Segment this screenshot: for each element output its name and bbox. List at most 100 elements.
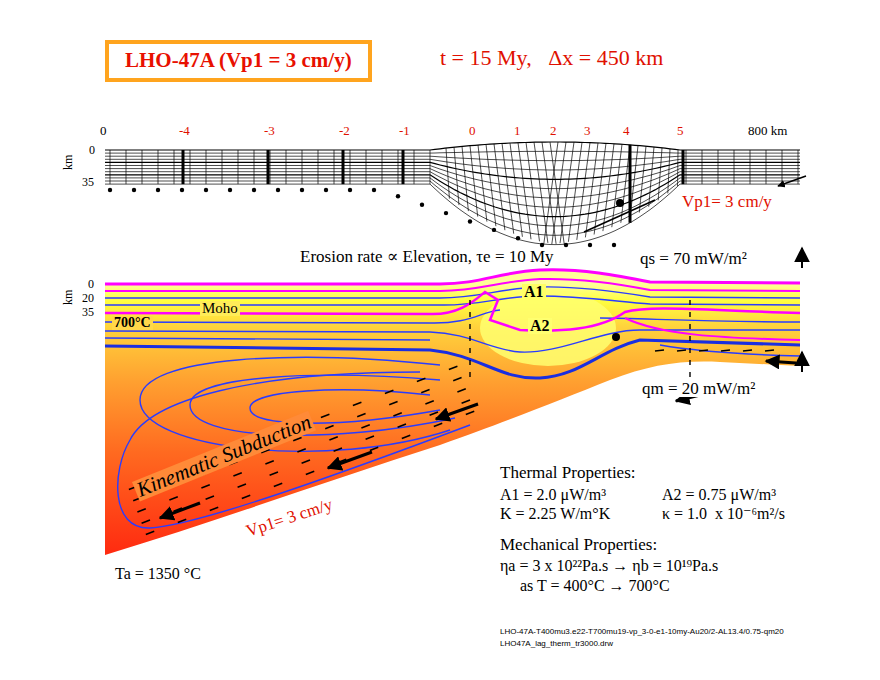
velocity-dash xyxy=(265,461,273,464)
marker-line xyxy=(629,145,632,223)
section-heading: Mechanical Properties: xyxy=(500,536,657,553)
velocity-dash xyxy=(469,300,470,305)
mesh-line xyxy=(286,150,287,184)
velocity-label: Vp1= 3 cm/y xyxy=(682,193,772,210)
mesh-line xyxy=(612,144,622,227)
depth-number: 35 xyxy=(82,306,94,318)
property-value: K = 2.25 W/m°K xyxy=(500,506,610,522)
marker-line xyxy=(682,150,685,184)
isotherm xyxy=(105,287,800,298)
velocity-dash xyxy=(453,378,461,381)
depth-number: 0 xyxy=(88,278,94,290)
velocity-dash xyxy=(469,372,470,377)
mesh-line xyxy=(544,142,558,245)
moho-line xyxy=(105,292,800,331)
mesh-line xyxy=(142,150,143,184)
file-note: LHO47A_lag_therm_tr3000.drw xyxy=(500,640,613,648)
velocity-dash xyxy=(430,412,438,415)
axis-number: 2 xyxy=(550,124,557,137)
marker-line xyxy=(182,150,185,184)
velocity-dash xyxy=(689,336,690,341)
velocity-dash xyxy=(142,520,150,523)
velocity-arrow xyxy=(328,452,372,468)
title-text: LHO-47A (Vp1 = 3 cm/y) xyxy=(125,49,352,72)
velocity-dash xyxy=(361,425,369,428)
isotherm xyxy=(105,338,430,340)
mesh-line xyxy=(462,146,468,211)
mesh-line xyxy=(254,150,255,184)
moho-label: Moho xyxy=(200,301,240,316)
velocity-dash xyxy=(325,426,333,429)
marker-dot xyxy=(156,188,160,192)
deformation-mesh xyxy=(105,142,800,247)
marker-dot xyxy=(468,219,472,223)
title-box: LHO-47A (Vp1 = 3 cm/y) xyxy=(105,40,372,82)
mesh-line xyxy=(649,147,654,207)
velocity-dash xyxy=(469,312,470,317)
velocity-dash xyxy=(466,411,474,414)
mesh-line xyxy=(766,150,767,184)
mesh-line xyxy=(158,150,159,184)
marker-dot xyxy=(228,188,232,192)
mesh-line xyxy=(105,166,800,189)
layer-boundaries xyxy=(105,270,800,340)
velocity-dash xyxy=(743,350,752,351)
mesh-line xyxy=(702,150,703,184)
velocity-dash xyxy=(334,448,342,451)
mesh-line xyxy=(750,150,751,184)
header-time: t = 15 My, Δx = 450 km xyxy=(440,47,663,69)
axis-number: 3 xyxy=(584,124,591,137)
velocity-dash xyxy=(270,472,278,475)
mesh-line xyxy=(518,143,531,240)
mesh-line xyxy=(110,150,111,184)
mesh-line xyxy=(668,149,670,194)
velocity-dash xyxy=(338,459,346,462)
mesh-line xyxy=(603,144,614,231)
mesh-line xyxy=(621,145,630,223)
velocity-dash xyxy=(201,485,209,488)
mesh-line xyxy=(190,150,191,184)
mesh-line xyxy=(105,142,800,150)
mesh-line xyxy=(222,150,223,184)
velocity-dash xyxy=(469,336,470,341)
mesh-line xyxy=(734,150,735,184)
mesh-line xyxy=(782,150,783,184)
marker-dot xyxy=(612,333,620,341)
mesh-line xyxy=(302,150,303,184)
velocity-dash xyxy=(357,414,365,417)
property-value: A2 = 0.75 μW/m³ xyxy=(662,487,776,503)
velocity-dash xyxy=(689,312,690,317)
marker-line xyxy=(402,150,405,184)
mesh-line xyxy=(414,150,415,184)
velocity-dash xyxy=(242,495,250,498)
velocity-dash xyxy=(689,324,690,329)
velocity-label: Vp1= 3 cm/y xyxy=(242,495,337,540)
mesh-line xyxy=(798,150,799,184)
velocity-dash xyxy=(206,496,214,499)
mesh-line xyxy=(560,142,574,243)
axis-number: 4 xyxy=(623,124,630,137)
layer-line xyxy=(625,318,800,340)
axis-number: -1 xyxy=(399,124,410,137)
mesh-line xyxy=(526,142,540,241)
marker-dot xyxy=(300,188,304,192)
marker-dot xyxy=(540,243,544,247)
mesh-line xyxy=(350,150,351,184)
depth-number: 35 xyxy=(82,176,94,188)
velocity-dash xyxy=(765,350,774,351)
mesh-line xyxy=(105,184,800,245)
velocity-dash xyxy=(689,360,690,365)
layer-label: A2 xyxy=(528,318,552,334)
marker-dot xyxy=(204,188,208,192)
main-isotherm xyxy=(105,340,800,378)
marker-dot xyxy=(276,188,280,192)
velocity-dash xyxy=(389,402,397,405)
axis-unit: 800 km xyxy=(748,124,787,137)
marker-dot xyxy=(564,243,568,247)
isotherm xyxy=(190,375,455,435)
velocity-dash xyxy=(353,402,362,405)
mesh-line xyxy=(639,146,646,212)
surface-heat-flow: qs = 70 mW/m² xyxy=(640,250,747,267)
velocity-dash xyxy=(434,423,442,426)
axis-number: 0 xyxy=(100,124,107,137)
